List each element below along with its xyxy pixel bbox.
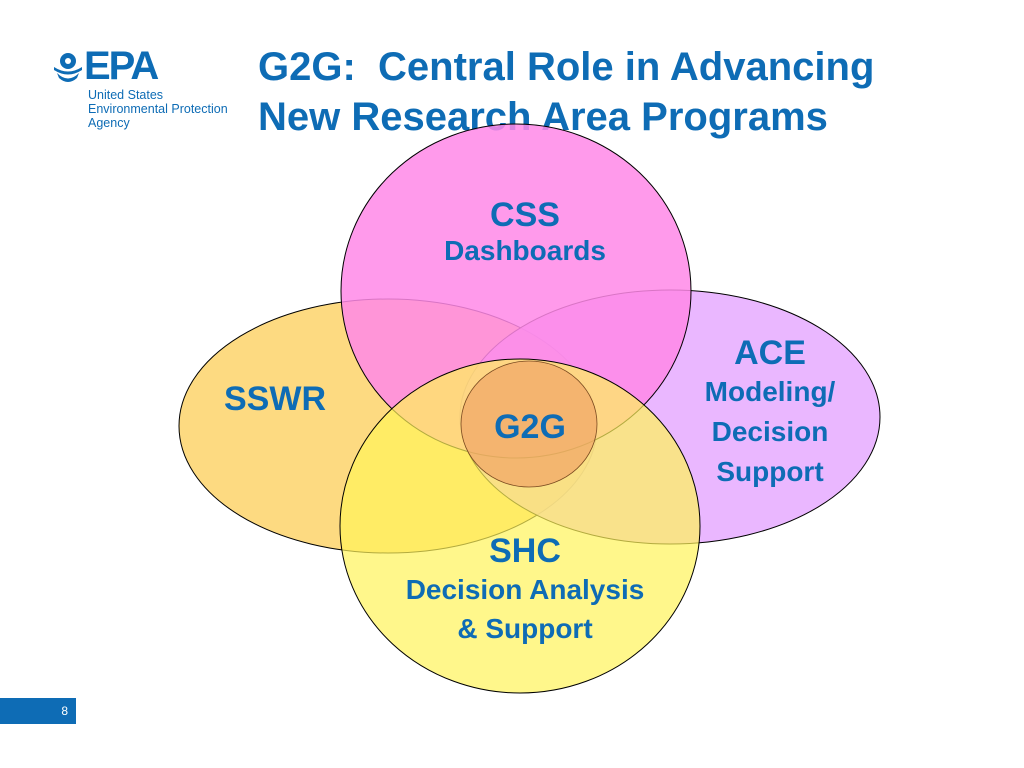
epa-wordmark: EPA [84, 44, 159, 88]
page-title: G2G: Central Role in Advancing New Resea… [258, 42, 998, 142]
sswr-label: SSWR [200, 380, 350, 418]
agency-line-1: United States [88, 88, 164, 102]
g2g-label: G2G [470, 408, 590, 446]
css-title: CSS [490, 196, 560, 234]
g2g-title: G2G [494, 408, 566, 446]
sswr-title: SSWR [224, 380, 326, 418]
ace-line-1: Modeling/ [704, 376, 836, 407]
ace-label: ACE Modeling/ Decision Support [680, 334, 860, 492]
agency-line-3: Agency [88, 116, 130, 130]
shc-ellipse [339, 358, 701, 694]
g2g-center-circle [460, 360, 598, 488]
ace-line-3: Support [716, 456, 824, 487]
css-label: CSS Dashboards [420, 196, 630, 268]
page-number-badge: 8 [0, 698, 76, 724]
ace-line-2: Decision [711, 416, 829, 447]
agency-line-2: Environmental Protection [88, 102, 228, 116]
shc-title: SHC [489, 532, 561, 570]
shc-label: SHC Decision Analysis & Support [370, 532, 680, 648]
epa-logo: EPA United States Environmental Protecti… [50, 44, 250, 136]
title-line-1: G2G: Central Role in Advancing [258, 45, 875, 89]
shc-line-2: & Support [457, 613, 593, 644]
page-number: 8 [61, 704, 68, 718]
agency-name: United States Environmental Protection A… [88, 88, 228, 130]
ace-title: ACE [734, 334, 806, 372]
css-subtitle: Dashboards [444, 235, 606, 266]
shc-line-1: Decision Analysis [405, 574, 645, 605]
epa-flower-icon [54, 53, 82, 82]
